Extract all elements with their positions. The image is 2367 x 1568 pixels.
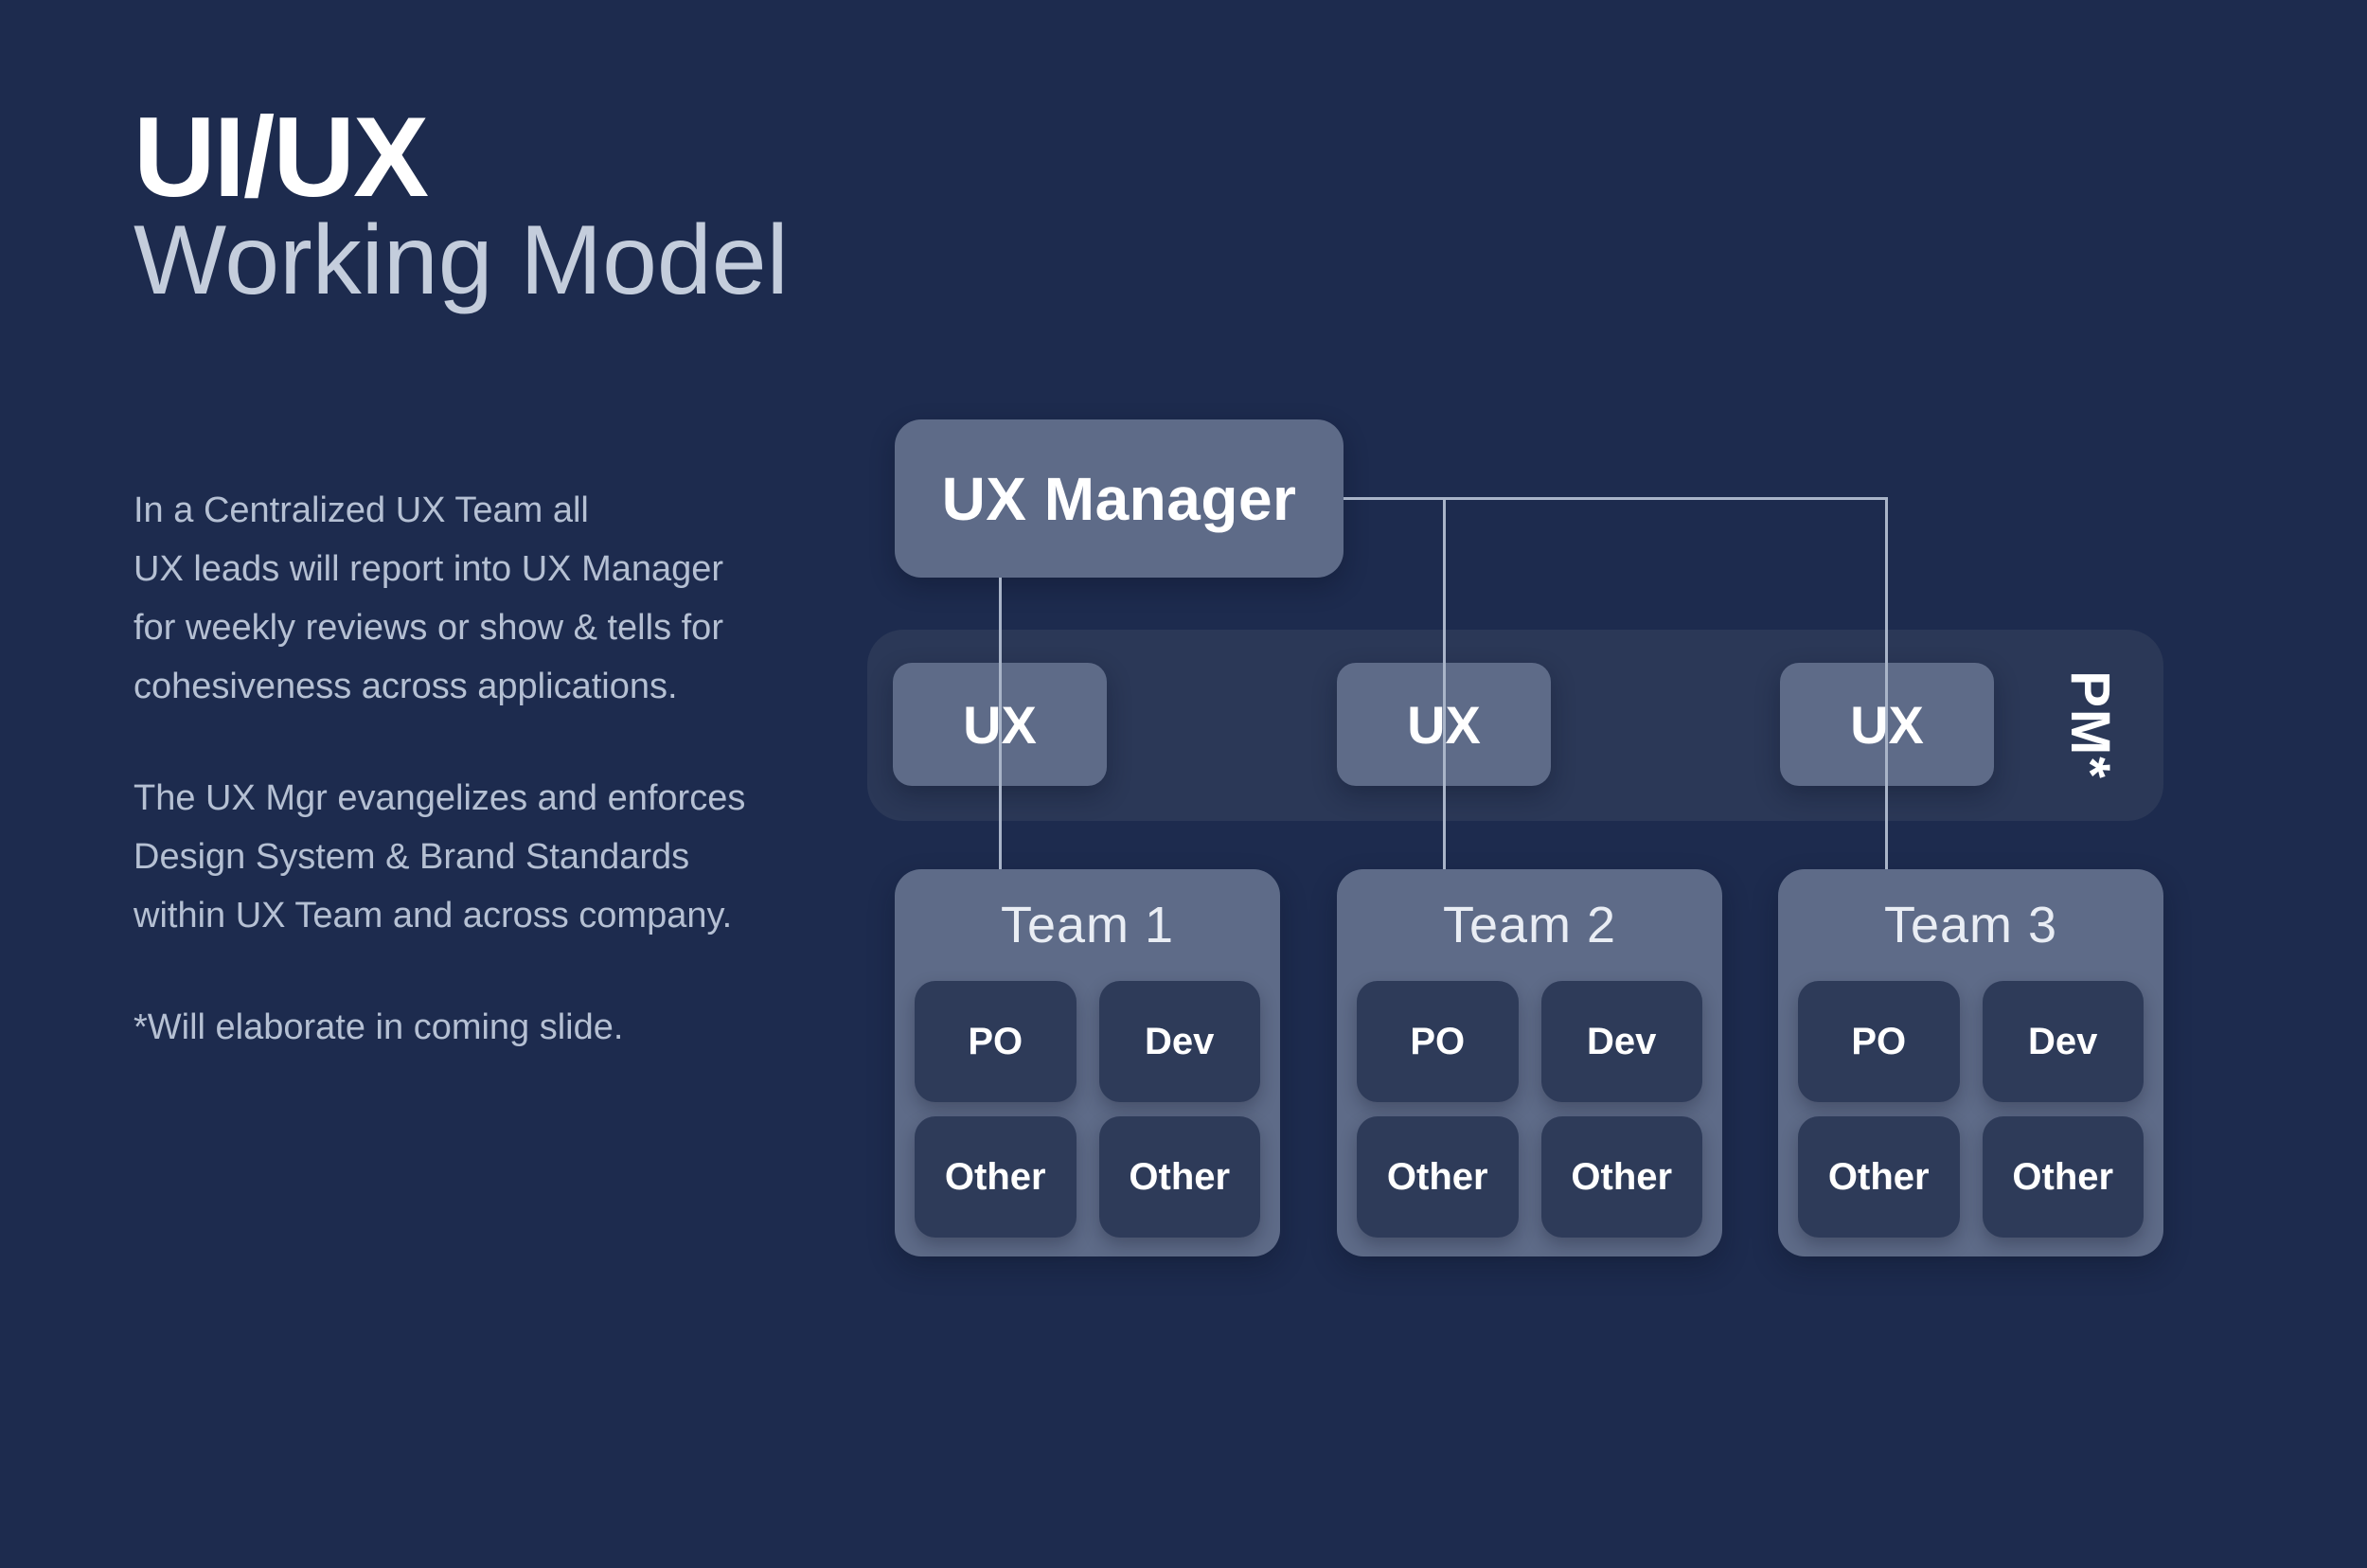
ux-lead-label-2: UX [1407,694,1481,755]
team-title-1: Team 1 [1000,897,1175,953]
ux-lead-label-3: UX [1850,694,1924,755]
intro-text: In a Centralized UX Team all UX leads wi… [133,481,758,1057]
page-title: UI/UX [133,94,429,221]
role-cell-po: PO [1798,981,1960,1102]
connector-top-horizontal [1344,497,1888,500]
team-title-2: Team 2 [1442,897,1617,953]
team-grid-1: PO Dev Other Other [915,981,1260,1238]
role-cell-po: PO [1357,981,1519,1102]
team-title-3: Team 3 [1883,897,2058,953]
role-label: PO [1851,1020,1907,1062]
role-cell-dev: Dev [1982,981,2144,1102]
role-cell-dev: Dev [1540,981,1702,1102]
ux-manager-node: UX Manager [895,419,1344,578]
role-label: Dev [1145,1020,1215,1062]
role-label: Other [1571,1155,1673,1198]
role-label: Other [2012,1155,2114,1198]
role-cell-other: Other [1540,1116,1702,1238]
page-subtitle: Working Model [133,205,789,315]
role-label: PO [1410,1020,1466,1062]
title-block: UI/UX Working Model [133,100,789,318]
role-cell-other: Other [1098,1116,1260,1238]
team-card-3: Team 3 PO Dev Other Other [1778,869,2163,1256]
role-label: Other [1827,1155,1930,1198]
role-cell-other: Other [1982,1116,2144,1238]
pm-label: PM* [2059,670,2122,780]
role-label: Other [1386,1155,1488,1198]
role-cell-other: Other [915,1116,1077,1238]
team-card-2: Team 2 PO Dev Other Other [1337,869,1722,1256]
role-label: Dev [1587,1020,1657,1062]
ux-manager-label: UX Manager [941,464,1297,533]
role-cell-dev: Dev [1098,981,1260,1102]
intro-paragraph-1: In a Centralized UX Team all UX leads wi… [133,490,724,706]
team-grid-3: PO Dev Other Other [1798,981,2144,1238]
role-cell-other: Other [1798,1116,1960,1238]
footnote: *Will elaborate in coming slide. [133,1007,624,1047]
role-cell-po: PO [915,981,1077,1102]
intro-paragraph-2: The UX Mgr evangelizes and enforces Desi… [133,778,746,935]
ux-lead-label-1: UX [963,694,1037,755]
connector-vertical-2 [1443,497,1446,869]
team-grid-2: PO Dev Other Other [1357,981,1702,1238]
role-label: Other [1129,1155,1231,1198]
role-label: Dev [2028,1020,2098,1062]
role-label: PO [968,1020,1023,1062]
connector-vertical-3 [1885,497,1888,869]
role-cell-other: Other [1357,1116,1519,1238]
team-card-1: Team 1 PO Dev Other Other [895,869,1280,1256]
role-label: Other [944,1155,1046,1198]
connector-vertical-1 [999,578,1002,869]
